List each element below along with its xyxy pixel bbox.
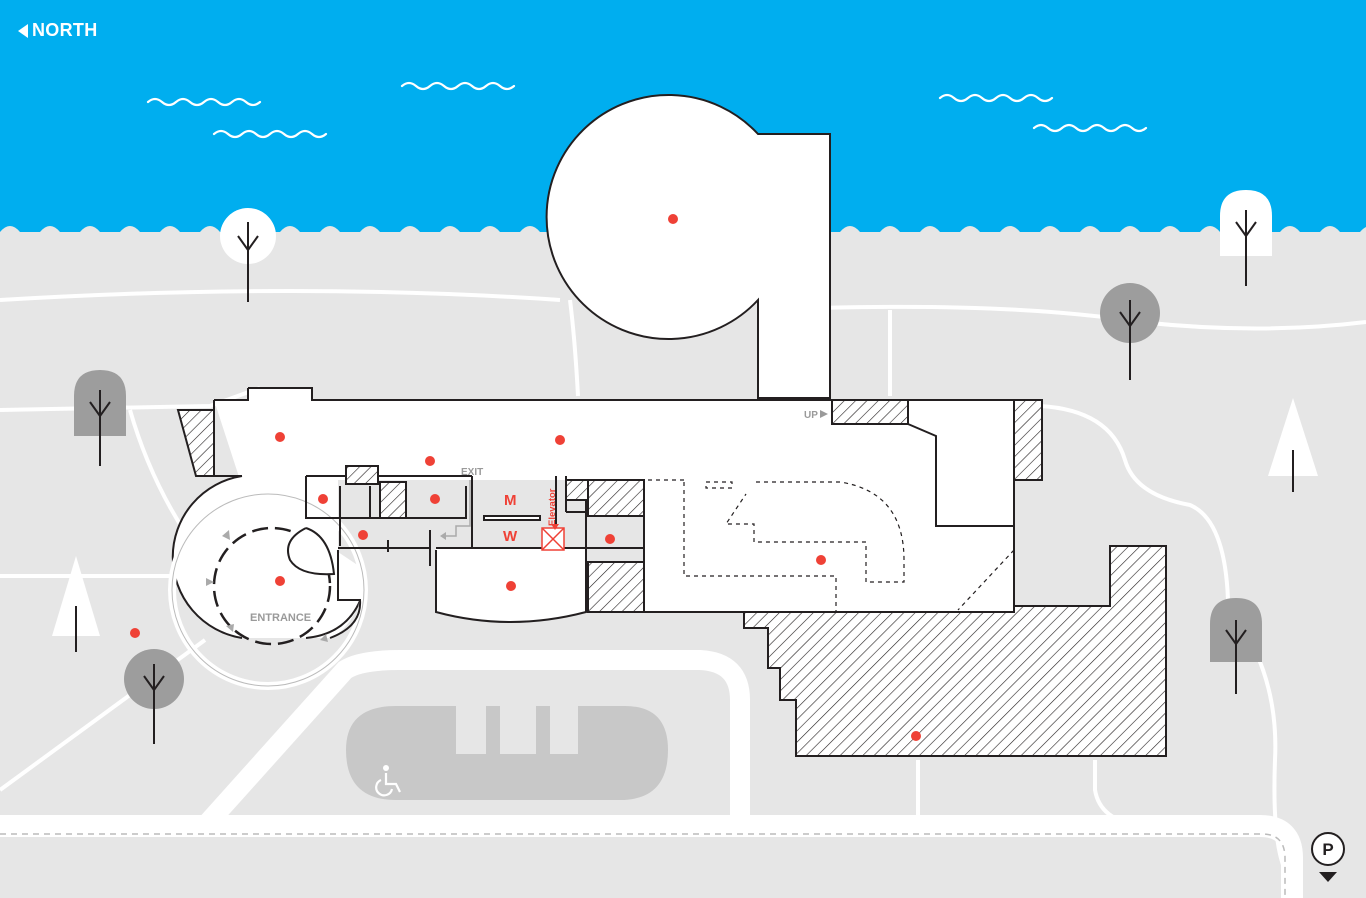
poi-marker (506, 581, 516, 591)
parking-lot (346, 706, 668, 800)
water-waves (146, 81, 1148, 139)
mens-restroom-label[interactable]: M (504, 492, 517, 509)
north-indicator: NORTH (18, 20, 98, 41)
poi-marker (275, 576, 285, 586)
tree-icon (74, 370, 126, 466)
tree-icon (1100, 283, 1160, 380)
poi-marker (318, 494, 328, 504)
tree-icon (1220, 190, 1272, 286)
tree-icon (1268, 398, 1318, 492)
poi-marker (911, 731, 921, 741)
poi-marker (668, 214, 678, 224)
tree-icon (124, 649, 184, 744)
poi-marker (816, 555, 826, 565)
arrow-left-icon (18, 23, 28, 38)
poi-marker (425, 456, 435, 466)
trees (52, 190, 1318, 744)
tree-icon (52, 556, 100, 652)
building-annex (743, 545, 1167, 757)
road (0, 650, 1303, 898)
tree-icon (220, 208, 276, 302)
poi-marker (555, 435, 565, 445)
points-of-interest[interactable] (130, 214, 921, 741)
parking-marker-icon[interactable]: P (1308, 832, 1348, 884)
elevator-label[interactable]: Elevator (547, 488, 558, 526)
poi-marker (605, 534, 615, 544)
poi-marker (275, 432, 285, 442)
poi-marker (430, 494, 440, 504)
tree-icon (1210, 598, 1262, 694)
exit-arrow-icon (444, 480, 471, 537)
exit-label: EXIT (461, 467, 483, 478)
elevator-arrow-icon (551, 524, 559, 530)
north-label: NORTH (32, 20, 98, 40)
poi-marker (358, 530, 368, 540)
parking-label: P (1322, 840, 1333, 859)
up-arrow-icon (820, 410, 828, 418)
poi-marker (130, 628, 140, 638)
up-label: UP (804, 410, 818, 421)
entrance-label: ENTRANCE (250, 612, 311, 624)
exit-arrowhead-icon (440, 532, 446, 540)
wheelchair-icon (375, 765, 401, 797)
entrance-arrows-icon (206, 530, 328, 642)
walking-paths (0, 289, 1366, 871)
building-main (168, 94, 1043, 690)
womens-restroom-label[interactable]: W (503, 528, 518, 545)
